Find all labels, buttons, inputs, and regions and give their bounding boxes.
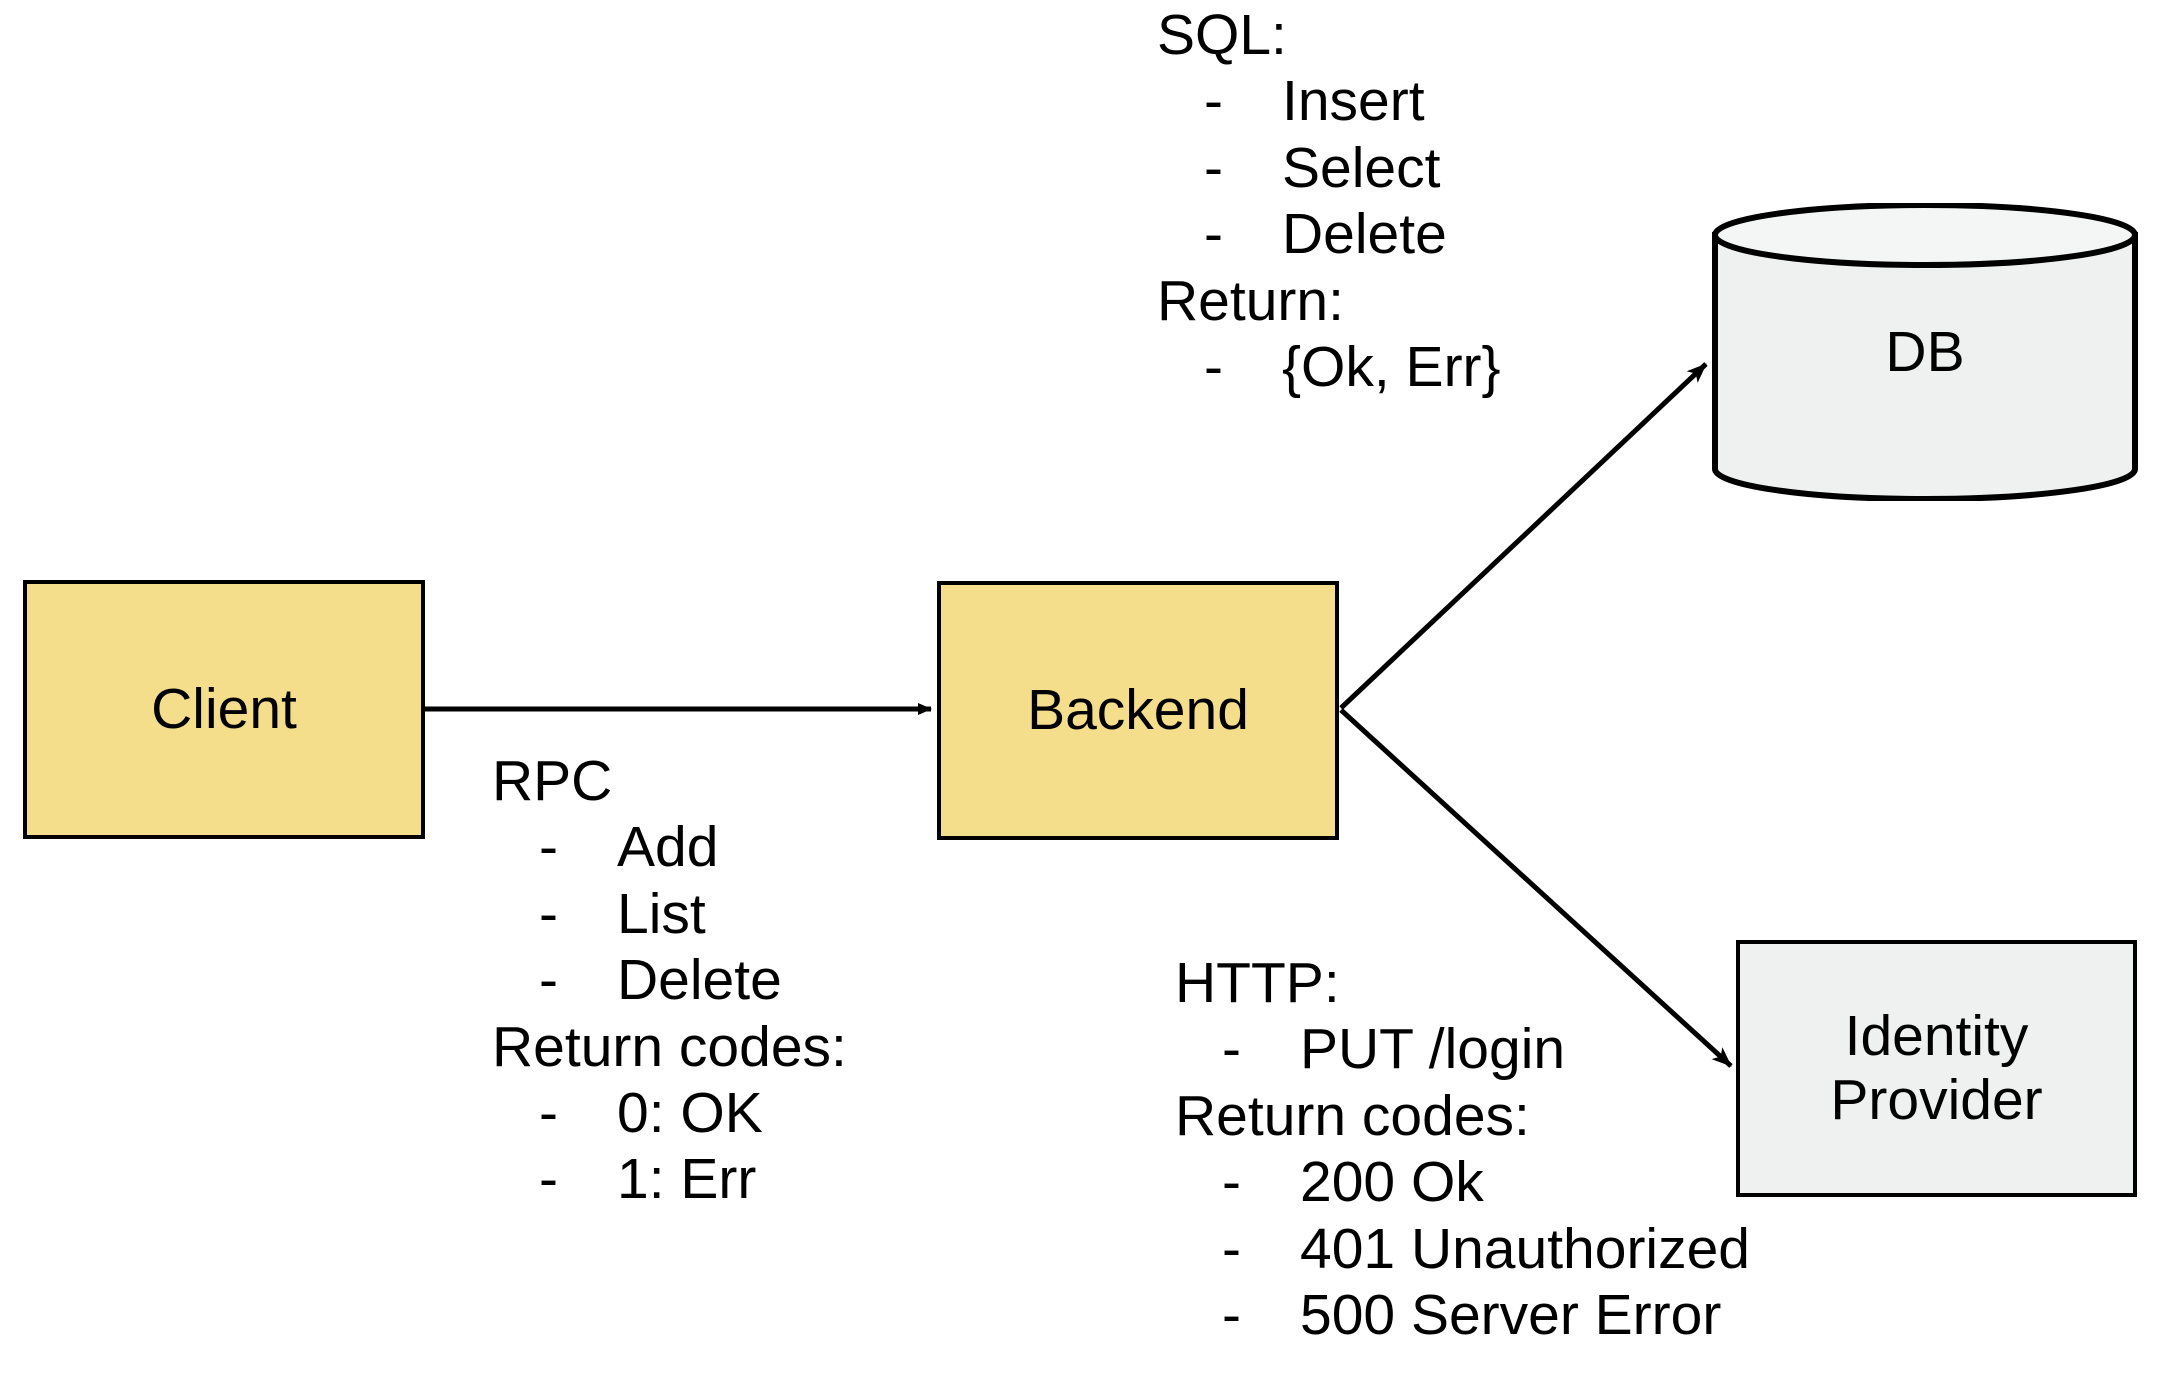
annotation-http-return-item: -401 Unauthorized xyxy=(1175,1216,1750,1282)
bullet-dash: - xyxy=(1204,69,1223,134)
bullet-dash: - xyxy=(1204,202,1223,267)
node-backend[interactable]: Backend xyxy=(937,581,1339,840)
bullet-dash: - xyxy=(539,815,558,880)
bullet-text: 500 Server Error xyxy=(1300,1282,1722,1347)
annotation-sql: SQL: -Insert -Select -Delete Return: -{O… xyxy=(1157,2,1501,400)
annotation-sql-item: -Insert xyxy=(1157,68,1501,134)
bullet-dash: - xyxy=(539,1147,558,1212)
bullet-dash: - xyxy=(1222,1017,1241,1082)
annotation-rpc-return-item: -0: OK xyxy=(492,1080,847,1146)
bullet-dash: - xyxy=(1222,1150,1241,1215)
bullet-dash: - xyxy=(539,948,558,1013)
annotation-rpc-item: -Add xyxy=(492,814,847,880)
annotation-rpc-item: -List xyxy=(492,881,847,947)
edge-backend-db xyxy=(1339,362,1708,710)
annotation-http-return-item: -200 Ok xyxy=(1175,1149,1750,1215)
bullet-text: 0: OK xyxy=(617,1080,763,1145)
node-db-label: DB xyxy=(1885,320,1965,384)
bullet-dash: - xyxy=(1222,1216,1241,1281)
bullet-text: Delete xyxy=(1282,202,1447,267)
cylinder-icon xyxy=(1712,203,2138,501)
bullet-dash: - xyxy=(1222,1282,1241,1347)
bullet-dash: - xyxy=(539,881,558,946)
annotation-http-return-heading: Return codes: xyxy=(1175,1083,1530,1148)
node-client[interactable]: Client xyxy=(23,580,425,839)
node-identity-provider-label: Identity Provider xyxy=(1830,1003,2043,1132)
bullet-text: Select xyxy=(1282,135,1441,200)
bullet-text: PUT /login xyxy=(1300,1017,1566,1082)
node-backend-label: Backend xyxy=(1027,677,1249,742)
bullet-dash: - xyxy=(1204,135,1223,200)
bullet-text: 401 Unauthorized xyxy=(1300,1216,1750,1281)
annotation-sql-heading: SQL: xyxy=(1157,3,1287,67)
annotation-rpc-return-heading: Return codes: xyxy=(492,1014,847,1079)
bullet-text: Insert xyxy=(1282,69,1425,134)
annotation-http-item: -PUT /login xyxy=(1175,1016,1750,1082)
node-client-label: Client xyxy=(151,676,297,741)
annotation-sql-item: -Select xyxy=(1157,135,1501,201)
bullet-dash: - xyxy=(1204,334,1223,399)
annotation-sql-item: -Delete xyxy=(1157,201,1501,267)
annotation-http-return-item: -500 Server Error xyxy=(1175,1282,1750,1348)
bullet-text: Add xyxy=(617,815,719,880)
bullet-text: List xyxy=(617,881,706,946)
bullet-dash: - xyxy=(539,1080,558,1145)
bullet-text: {Ok, Err} xyxy=(1282,334,1501,399)
annotation-rpc-item: -Delete xyxy=(492,947,847,1013)
annotation-http-heading: HTTP: xyxy=(1175,951,1340,1015)
bullet-text: 200 Ok xyxy=(1300,1150,1484,1215)
bullet-text: 1: Err xyxy=(617,1147,757,1212)
bullet-text: Delete xyxy=(617,948,782,1013)
annotation-rpc-return-item: -1: Err xyxy=(492,1146,847,1212)
annotation-http: HTTP: -PUT /login Return codes: -200 Ok … xyxy=(1175,950,1750,1348)
node-db[interactable]: DB xyxy=(1712,203,2138,501)
annotation-sql-return-heading: Return: xyxy=(1157,268,1344,333)
node-identity-provider[interactable]: Identity Provider xyxy=(1736,940,2137,1197)
annotation-rpc-heading: RPC xyxy=(492,749,613,813)
annotation-rpc: RPC -Add -List -Delete Return codes: -0:… xyxy=(492,748,847,1213)
annotation-sql-return-item: -{Ok, Err} xyxy=(1157,334,1501,400)
